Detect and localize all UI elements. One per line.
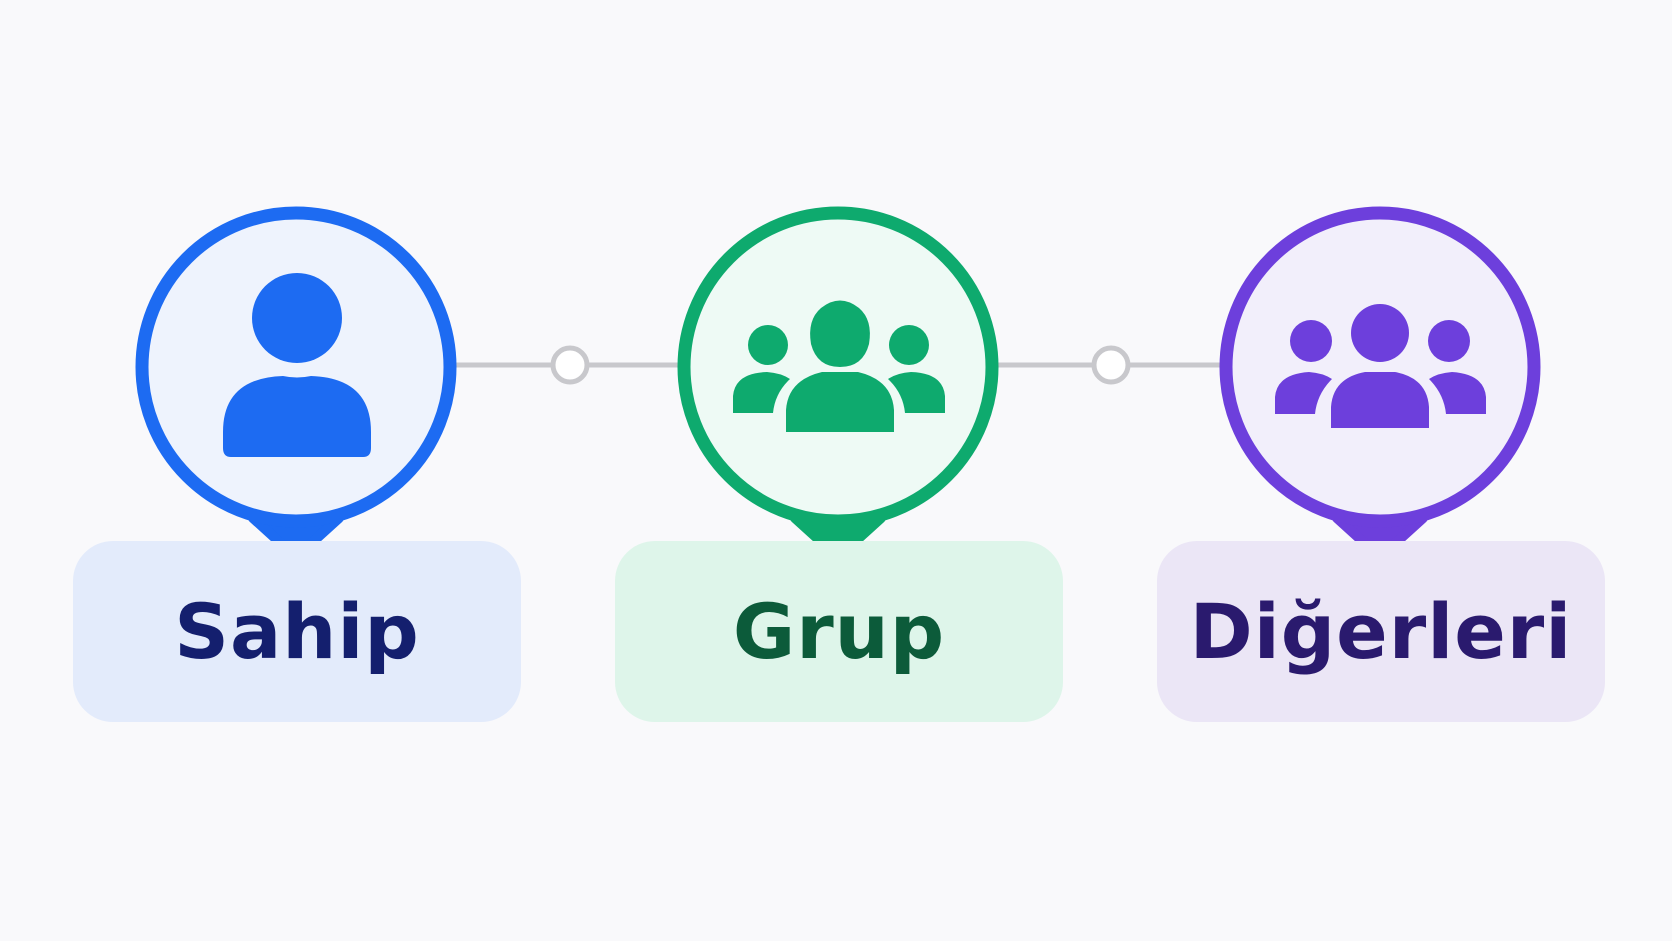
connector-grup-digerleri [998, 345, 1223, 385]
label-digerleri: Diğerleri [1189, 586, 1573, 676]
others-users-icon [1275, 304, 1486, 428]
node-sahip: Sahip [73, 0, 523, 941]
label-card-sahip: Sahip [73, 541, 521, 722]
bubble-grup [677, 206, 999, 562]
connector-node-1 [550, 345, 590, 385]
node-digerleri: Diğerleri [1157, 0, 1607, 941]
label-card-digerleri: Diğerleri [1157, 541, 1605, 722]
group-users-icon [733, 300, 945, 432]
label-grup: Grup [732, 586, 946, 676]
connector-node-2 [1091, 345, 1131, 385]
label-card-grup: Grup [615, 541, 1063, 722]
node-grup: Grup [615, 0, 1065, 941]
bubble-digerleri [1219, 206, 1541, 562]
bubble-sahip [135, 206, 457, 562]
connector-sahip-grup [455, 345, 680, 385]
label-sahip: Sahip [174, 586, 420, 676]
single-user-icon [223, 273, 371, 457]
